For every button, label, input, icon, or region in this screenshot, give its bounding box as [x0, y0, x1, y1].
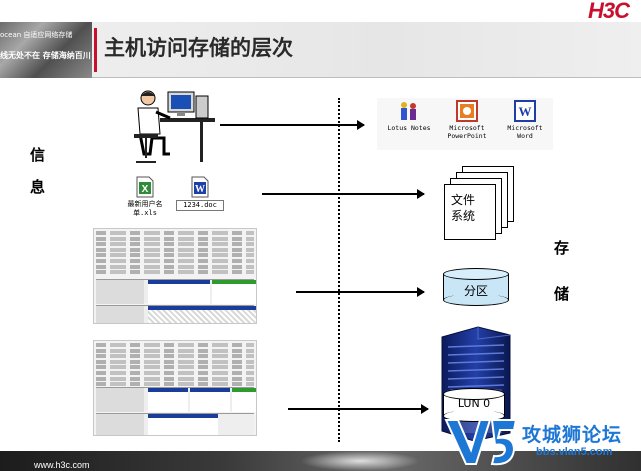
header-photo-caption-bottom: 线无处不在 存储海纳百川: [0, 51, 91, 60]
header-photo: ocean 自适应网络存储 线无处不在 存储海纳百川: [0, 22, 92, 78]
watermark-title: 攻城狮论坛: [522, 424, 623, 446]
partition-label: 分区: [463, 284, 488, 298]
watermark-url: bbs.vlan5.com: [536, 446, 613, 458]
label-info-char-2: 息: [30, 178, 46, 196]
arrow-disk-to-partition: [296, 287, 425, 297]
slide-footer: www.h3c.com: [0, 451, 641, 471]
label-storage-char-1: 存: [554, 239, 570, 257]
file-label: 1234.doc: [176, 200, 224, 211]
watermark: 攻城狮论坛 bbs.vlan5.com: [440, 412, 640, 470]
arrow-files-to-filesystem: [262, 189, 425, 199]
arrow-disk-to-lun: [288, 404, 429, 414]
svg-text:W: W: [519, 104, 532, 119]
disk-management-screenshot-1: [93, 228, 257, 324]
powerpoint-icon: [456, 100, 478, 122]
volume-list: [96, 231, 254, 276]
disk-1-row: [96, 413, 254, 435]
lotus-notes-icon: [401, 102, 416, 120]
disk-management-screenshot-2: [93, 340, 257, 436]
files-panel: X 最新用户名 单.xls W 1234.doc: [114, 174, 228, 226]
label-storage-char-2: 储: [554, 285, 570, 303]
footer-url: www.h3c.com: [34, 460, 90, 470]
file-excel: X 最新用户名 单.xls: [118, 176, 172, 218]
application-panel: Lotus Notes Microsoft PowerPoint W Micro…: [377, 98, 553, 150]
disk-0-row: [96, 387, 256, 412]
user-at-computer-icon: [134, 90, 215, 163]
header-accent-bar: [94, 28, 97, 72]
vlan5-logo-icon: [444, 419, 518, 466]
app-label: Microsoft Word: [507, 124, 543, 140]
app-lotus-notes: Lotus Notes: [379, 100, 439, 132]
excel-file-icon: X: [136, 176, 154, 198]
svg-text:W: W: [195, 184, 205, 195]
file-system-stack: 文件 系统: [444, 166, 516, 240]
lun-label: LUN 0: [457, 397, 491, 410]
app-powerpoint: Microsoft PowerPoint: [437, 100, 497, 140]
app-label: Microsoft PowerPoint: [447, 124, 487, 140]
file-system-label: 文件 系统: [451, 193, 476, 223]
arrow-user-to-apps: [220, 120, 365, 130]
disk-1-row: [96, 305, 256, 323]
h3c-logo: H3C: [587, 0, 630, 23]
word-file-icon: W: [191, 176, 209, 198]
disk-0-row: [96, 279, 256, 304]
file-label: 最新用户名 单.xls: [127, 200, 163, 217]
volume-list: [96, 343, 254, 388]
file-word-doc: W 1234.doc: [176, 176, 224, 211]
top-strip: [0, 0, 641, 22]
host-storage-divider: [338, 98, 340, 442]
app-word: W Microsoft Word: [495, 100, 555, 140]
header-photo-caption-top: ocean 自适应网络存储: [0, 31, 73, 39]
label-info-char-1: 信: [30, 146, 46, 164]
word-icon: W: [514, 100, 536, 122]
app-label: Lotus Notes: [387, 124, 431, 132]
partition-cylinder: 分区: [443, 268, 509, 306]
slide-header: ocean 自适应网络存储 线无处不在 存储海纳百川 主机访问存储的层次: [0, 22, 641, 78]
svg-text:X: X: [142, 184, 149, 195]
page-title: 主机访问存储的层次: [104, 36, 293, 60]
